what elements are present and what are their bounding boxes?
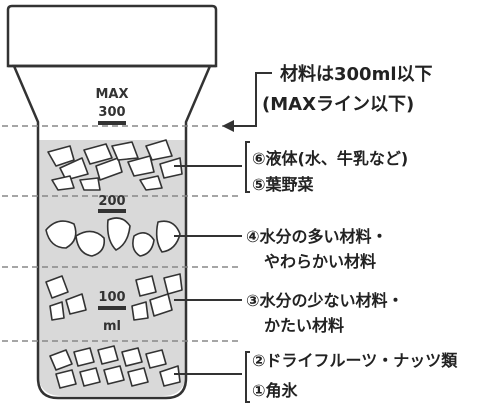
layer2-label: ②ドライフルーツ・ナッツ類 <box>252 351 458 370</box>
layer3-label-line2: かたい材料 <box>264 316 344 335</box>
layer5-label: ⑤葉野菜 <box>252 175 314 194</box>
max-note-line2: (MAXライン以下) <box>262 94 414 115</box>
soft-ingredients <box>45 217 181 257</box>
scale-200-label: 200 <box>98 194 125 209</box>
scale-200-tick <box>98 209 126 213</box>
layer4-label-line2: やわらかい材料 <box>264 252 376 271</box>
cup-body <box>12 64 212 400</box>
dried-fruit-and-ice <box>49 345 181 389</box>
bracket-liquid-leafy <box>245 141 250 193</box>
scale-100-label: 100 <box>98 290 125 305</box>
hard-ingredients <box>45 273 183 321</box>
layer1-label: ①角氷 <box>252 381 299 400</box>
scale-300-tick <box>98 121 126 125</box>
scale-300-label: 300 <box>98 105 125 120</box>
cup-lid <box>6 4 218 68</box>
bracket-dried-ice <box>245 351 250 403</box>
scale-100-tick <box>98 306 126 310</box>
layer3-label-line1: ③水分の少ない材料・ <box>246 291 404 310</box>
layer-brackets <box>245 141 250 403</box>
scale-max-label: MAX <box>95 87 128 102</box>
layer4-label-line1: ④水分の多い材料・ <box>246 227 388 246</box>
layer6-label: ⑥液体(水、牛乳など) <box>252 149 408 168</box>
leafy-vegetables <box>47 139 183 191</box>
arrow-left-icon <box>222 72 272 132</box>
layer-connectors <box>174 165 242 375</box>
scale-unit-label: ml <box>103 319 121 334</box>
max-note-line1: 材料は300ml以下 <box>280 63 433 85</box>
liquid-fill <box>38 140 186 396</box>
